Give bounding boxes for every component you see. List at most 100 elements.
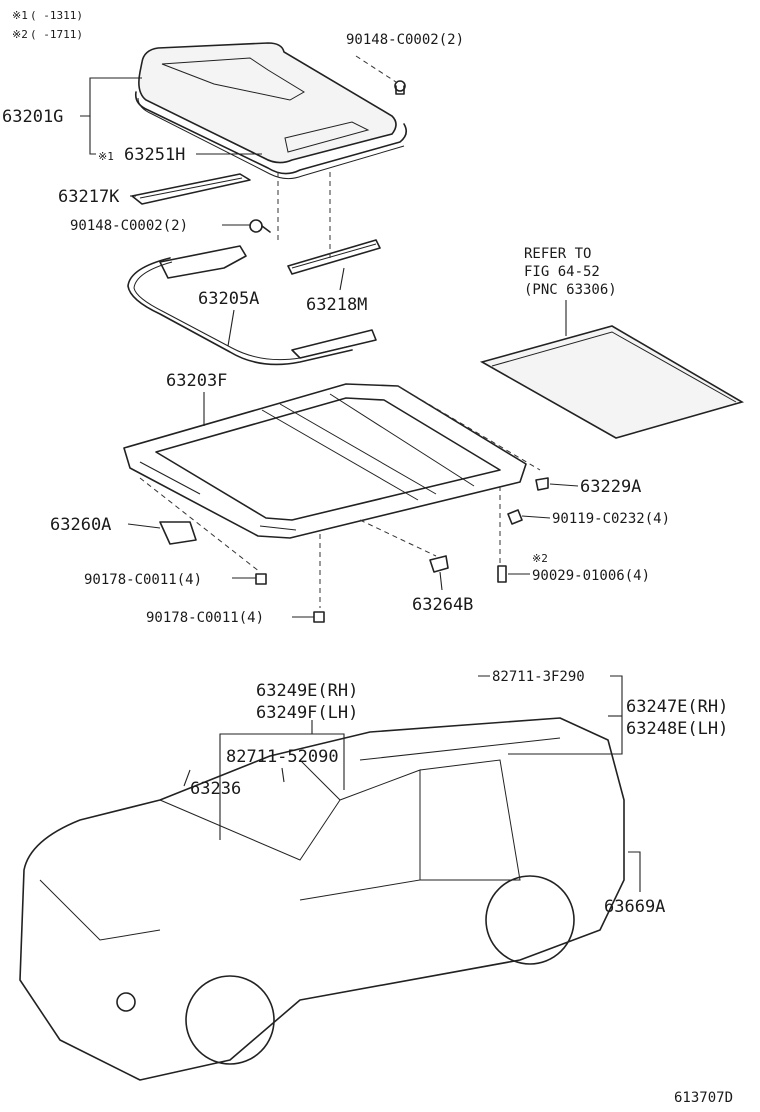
vehicle-grille (39, 879, 161, 941)
label-63251h-mark: ※1 (98, 150, 114, 163)
label-82711-52090: 82711-52090 (226, 747, 339, 767)
housing-frame-outer (123, 383, 527, 539)
label-90178-a: 90178-C0011(4) (84, 572, 202, 588)
note1-range: ( -1311) (30, 9, 83, 22)
bolt-90119 (507, 509, 523, 525)
label-63218m: 63218M (306, 295, 367, 315)
label-90029-mark: ※2 (532, 552, 548, 565)
dash-nut-a (139, 477, 261, 573)
lead-63236 (183, 769, 191, 787)
leader-lines (80, 77, 641, 892)
label-90029: 90029-01006(4) (532, 568, 650, 584)
figure-id: 613707D (674, 1090, 733, 1106)
label-90148-top: 90148-C0002(2) (346, 32, 464, 48)
dash-frame-clip (397, 385, 541, 471)
label-63669a: 63669A (604, 897, 665, 917)
vehicle-front-door (299, 769, 421, 901)
dash-bolt-top (355, 55, 397, 83)
label-63260a: 63260A (50, 515, 111, 535)
lead-82711-3f290 (478, 675, 623, 755)
bolt-top-head (394, 80, 406, 92)
housing-crossbar-a (261, 409, 419, 501)
label-63264b: 63264B (412, 595, 473, 615)
sunshade-panel (479, 325, 745, 439)
housing-crossbar-b (279, 403, 437, 495)
lead-90119 (521, 515, 551, 519)
sunroof-glass-assembly (134, 42, 408, 180)
lead-63205a (227, 309, 235, 347)
label-63236: 63236 (190, 779, 241, 799)
label-refer-line2: FIG 64-52 (524, 264, 600, 280)
label-90148-mid: 90148-C0002(2) (70, 218, 188, 234)
part-labels: 90148-C0002(2) 63201G ※1 63251H 63217K 9… (2, 32, 733, 1106)
sunroof-motor (159, 521, 197, 545)
bolt-mid (249, 219, 271, 233)
dash-drain (359, 519, 437, 557)
lead-63218m (339, 267, 345, 291)
housing-crossbar-c (329, 393, 475, 487)
bolt-mid-head (249, 219, 263, 233)
bolt-top (394, 80, 406, 95)
side-rail-bar (287, 239, 381, 275)
label-63247e: 63247E(RH) (626, 697, 728, 717)
label-refer-line1: REFER TO (524, 246, 591, 262)
lead-63264b (439, 571, 443, 591)
lead-63669a (628, 851, 641, 892)
cable-guide-left (159, 245, 247, 279)
vehicle-fog-lamp (116, 992, 136, 1012)
label-90119: 90119-C0232(4) (552, 511, 670, 527)
clip-63229a (535, 477, 549, 491)
vehicle-body (19, 717, 625, 1081)
side-rail-line (291, 243, 377, 269)
glass-panel-shape (138, 42, 397, 164)
label-63251h: 63251H (124, 145, 185, 165)
applicability-notes: ※1 ( -1311) ※2 ( -1711) (12, 9, 83, 41)
vehicle-front-wheel (185, 975, 275, 1065)
nut-90178-b (313, 611, 325, 623)
lead-63260a (127, 523, 161, 529)
label-90178-b: 90178-C0011(4) (146, 610, 264, 626)
lead-63201g-b (89, 116, 96, 155)
label-63249e: 63249E(RH) (256, 681, 358, 701)
vehicle-windshield (159, 759, 341, 861)
label-63217k: 63217K (58, 187, 120, 207)
sunroof-housing-frame (123, 383, 527, 539)
lead-63201g-a (80, 77, 142, 117)
glass-reflection-a (161, 57, 305, 101)
wind-deflector-line (139, 177, 243, 199)
label-63229a: 63229A (580, 477, 641, 497)
label-refer-line3: (PNC 63306) (524, 282, 617, 298)
lead-63229a (549, 483, 579, 487)
vehicle-rear-wheel (485, 875, 575, 965)
lead-63249 (219, 720, 313, 840)
sunshade-edge (491, 331, 737, 403)
housing-detail-a (139, 461, 201, 495)
housing-detail-b (259, 525, 297, 531)
vehicle-illustration (19, 717, 625, 1081)
lead-63249-b (312, 733, 345, 790)
cable-guide-right (291, 329, 377, 359)
bolt-top-shank (395, 85, 405, 95)
drain-hose-joint (429, 555, 449, 573)
note1-mark: ※1 (12, 9, 28, 22)
drive-cable-inner (133, 261, 351, 361)
assembly-dash-lines (139, 55, 541, 608)
vehicle-roof-rail (359, 737, 561, 761)
label-63249f: 63249F(LH) (256, 703, 358, 723)
drive-cable (127, 257, 353, 366)
screw-90029 (497, 565, 507, 583)
nut-90178-a (255, 573, 267, 585)
label-82711-3f290: 82711-3F290 (492, 669, 585, 685)
wind-deflector-bar (131, 173, 251, 205)
glass-reflection-b (284, 121, 370, 153)
bolt-mid-shank (261, 225, 271, 233)
note2-range: ( -1711) (30, 28, 83, 41)
label-63248e: 63248E(LH) (626, 719, 728, 739)
vehicle-rear-door (419, 759, 521, 881)
label-63201g: 63201G (2, 107, 63, 127)
label-63205a: 63205A (198, 289, 259, 309)
label-63203f: 63203F (166, 371, 227, 391)
lead-82711-52090 (281, 767, 285, 783)
note2-mark: ※2 (12, 28, 28, 41)
